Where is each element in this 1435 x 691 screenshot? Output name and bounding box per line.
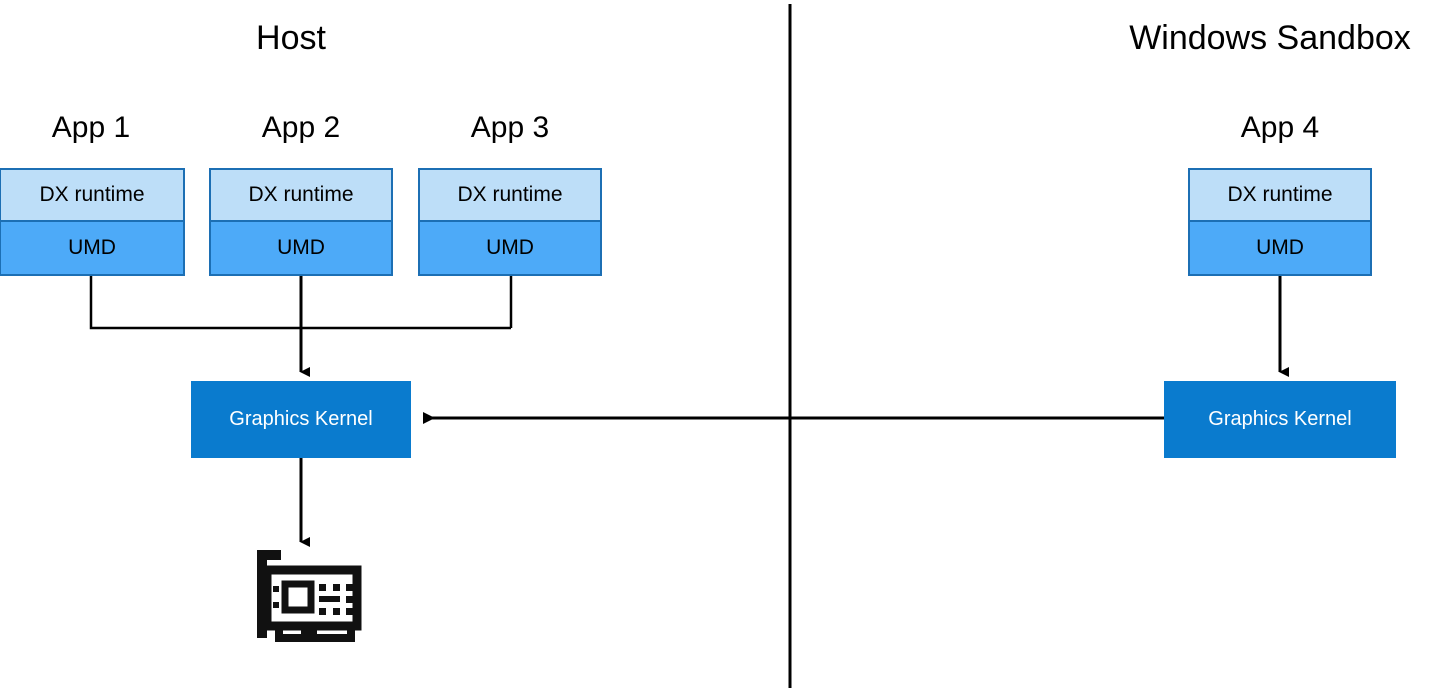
dx-runtime-label: DX runtime	[1227, 183, 1333, 206]
app-stack-app-2[interactable]: DX runtime UMD	[209, 168, 393, 276]
app-stack-app-3[interactable]: DX runtime UMD	[418, 168, 602, 276]
connector-app1-to-kernel	[89, 275, 511, 330]
app-stack-app-4[interactable]: DX runtime UMD	[1188, 168, 1372, 276]
umd-label: UMD	[68, 236, 116, 259]
dx-runtime-layer-app-1[interactable]: DX runtime	[1, 170, 183, 222]
umd-layer-app-4[interactable]: UMD	[1190, 222, 1370, 274]
app-title-app-3: App 3	[470, 111, 550, 144]
dx-runtime-label: DX runtime	[39, 183, 145, 206]
umd-layer-app-3[interactable]: UMD	[420, 222, 600, 274]
gpu-card-icon	[251, 546, 363, 644]
graphics-kernel-host[interactable]: Graphics Kernel	[191, 381, 411, 458]
dx-runtime-layer-app-2[interactable]: DX runtime	[211, 170, 391, 222]
umd-label: UMD	[1256, 236, 1304, 259]
dx-runtime-label: DX runtime	[457, 183, 563, 206]
umd-layer-app-2[interactable]: UMD	[211, 222, 391, 274]
app-title-app-1: App 1	[51, 111, 131, 144]
umd-layer-app-1[interactable]: UMD	[1, 222, 183, 274]
app-title-app-2: App 2	[261, 111, 341, 144]
zone-title-sandbox: Windows Sandbox	[1129, 19, 1411, 57]
umd-label: UMD	[486, 236, 534, 259]
dx-runtime-label: DX runtime	[248, 183, 354, 206]
dx-runtime-layer-app-4[interactable]: DX runtime	[1190, 170, 1370, 222]
app-title-app-4: App 4	[1240, 111, 1320, 144]
gpu-card-icon-svg	[257, 550, 362, 642]
graphics-kernel-label: Graphics Kernel	[229, 408, 373, 430]
graphics-kernel-sandbox[interactable]: Graphics Kernel	[1164, 381, 1396, 458]
dx-runtime-layer-app-3[interactable]: DX runtime	[420, 170, 600, 222]
umd-label: UMD	[277, 236, 325, 259]
app-stack-app-1[interactable]: DX runtime UMD	[0, 168, 185, 276]
graphics-kernel-label: Graphics Kernel	[1208, 408, 1352, 430]
zone-title-host: Host	[256, 19, 326, 57]
